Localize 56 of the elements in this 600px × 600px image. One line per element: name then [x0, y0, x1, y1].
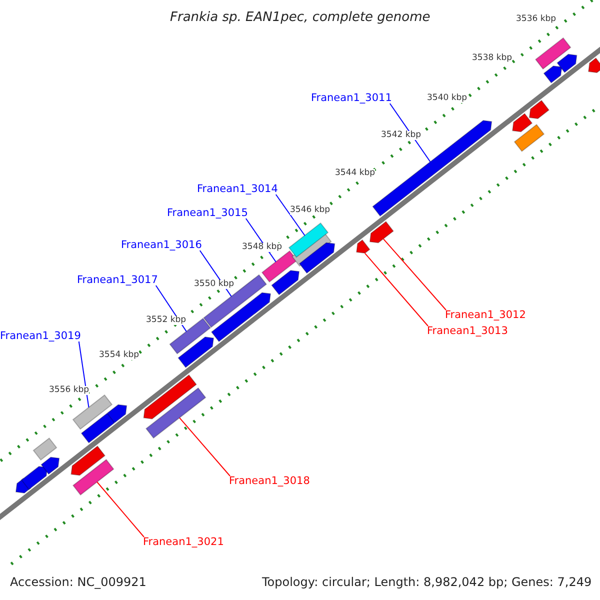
gene-bar: [556, 54, 578, 74]
position-label: 3536 kbp: [516, 15, 556, 24]
gene-label: Franean1_3019: [0, 331, 81, 342]
gene-bar: [543, 65, 562, 84]
gene-bar: [588, 57, 600, 74]
gene-bar: [40, 456, 60, 475]
position-label: 3540 kbp: [427, 94, 468, 102]
gene-bar: [72, 394, 113, 430]
gene-bar: [169, 318, 212, 354]
gene-label: Franean1_3015: [167, 208, 248, 218]
gene-bar: [32, 437, 58, 461]
position-label: 3548 kbp: [242, 243, 282, 252]
gene-bar: [106, 404, 128, 424]
position-label: 3546 kbp: [290, 206, 330, 214]
leader-line: [275, 194, 306, 236]
gene-bar: [369, 220, 394, 244]
gene-bar: [178, 336, 214, 368]
position-label: 3544 kbp: [335, 169, 376, 178]
gene-bar: [72, 458, 114, 496]
position-label: 3554 kbp: [99, 351, 140, 360]
gene-bar: [528, 100, 550, 120]
position-label: 3542 kbp: [381, 131, 422, 140]
position-label: 3538 kbp: [472, 54, 512, 62]
gene-label: Franean1_3011: [311, 93, 392, 104]
gene-bar: [288, 222, 329, 258]
gene-bar: [143, 374, 198, 420]
leader-line: [96, 482, 144, 538]
gene-bar: [298, 242, 336, 274]
gene-bar: [514, 124, 545, 152]
gene-bar: [80, 413, 116, 444]
leader-line: [364, 252, 428, 326]
gene-bar: [356, 239, 370, 254]
gene-label: Franean1_3017: [77, 275, 158, 286]
position-label: 3552 kbp: [146, 316, 186, 324]
gene-bar: [512, 112, 533, 132]
accession-text: Accession: NC_009921: [10, 576, 146, 588]
gene-bar: [70, 445, 106, 476]
leader-line: [179, 417, 230, 476]
gene-label: Franean1_3021: [143, 537, 224, 548]
gene-label: Franean1_3016: [121, 240, 202, 250]
leader-line: [389, 103, 431, 162]
gene-label: Franean1_3018: [229, 476, 310, 486]
position-label: 3550 kbp: [194, 280, 234, 288]
leader-line: [382, 238, 446, 310]
gene-bar: [145, 387, 206, 439]
gene-bar: [261, 250, 298, 283]
gene-bar: [210, 292, 272, 342]
gene-bar: [534, 37, 572, 70]
gene-label: Franean1_3012: [445, 310, 526, 320]
gene-label: Franean1_3013: [427, 326, 508, 336]
leader-line: [78, 341, 90, 408]
gene-bar: [271, 270, 300, 296]
gene-label: Franean1_3014: [197, 184, 278, 194]
position-label: 3556 kbp: [49, 386, 90, 394]
genome-summary: Topology: circular; Length: 8,982,042 bp; Genes: 7,249: [262, 576, 592, 588]
title: Frankia sp. EAN1pec, complete genome: [170, 11, 430, 24]
